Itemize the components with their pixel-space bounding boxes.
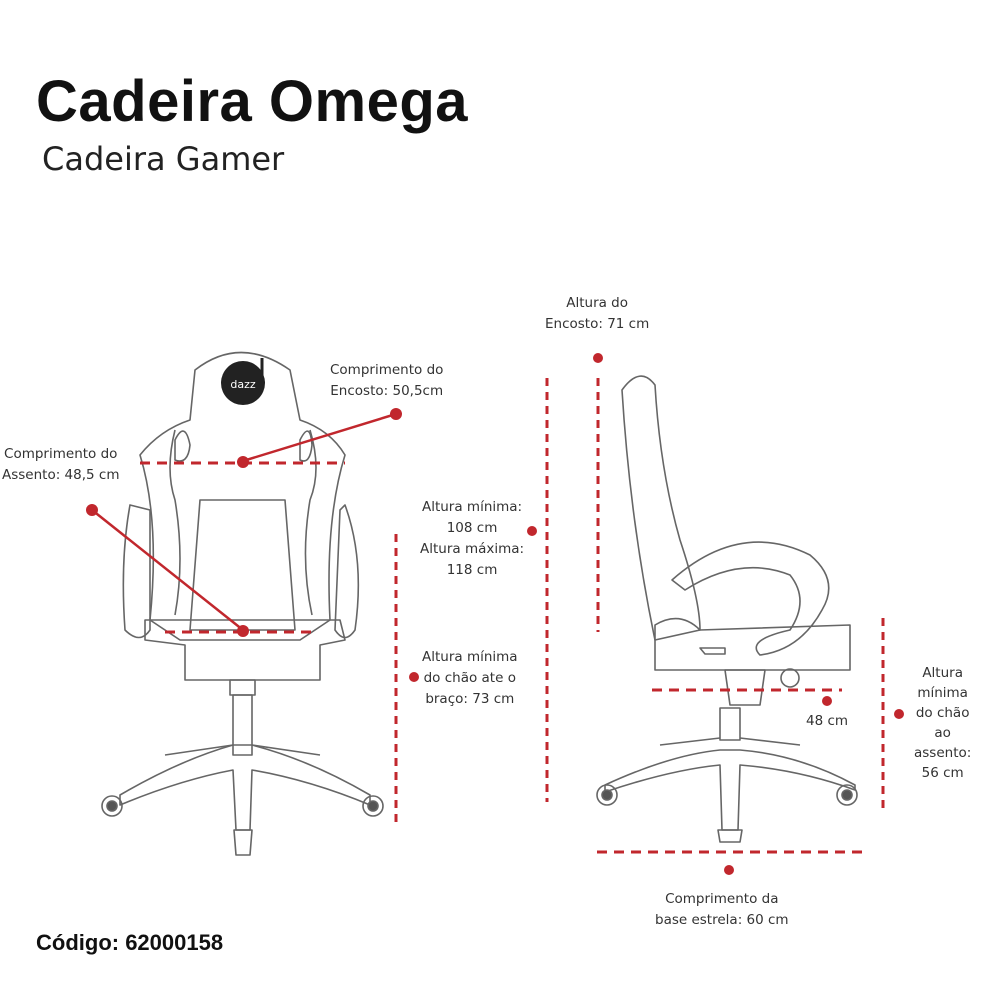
total-height-label: Altura mínima: 108 cm Altura máxima: 118… [420, 497, 524, 581]
seat-length-label: Comprimento do Assento: 48,5 cm [2, 444, 119, 486]
label-line: assento: [914, 745, 972, 761]
label-line: Altura [922, 665, 963, 681]
label-line: Altura mínima: [421, 499, 523, 515]
label-line: do chão [915, 705, 970, 721]
dazz-logo [221, 361, 265, 405]
seat-height-label: Altura mínima do chão ao assento: 56 cm [914, 663, 971, 783]
product-code: Código: 62000158 [36, 930, 224, 955]
front-chair-drawing [101, 351, 384, 856]
label-line: base estrela: 60 cm [655, 912, 789, 928]
label-line: mínima [917, 685, 968, 701]
label-line: Altura mínima [422, 649, 518, 665]
label-line: Comprimento da [665, 891, 779, 907]
seat-depth-label: 48 cm [806, 713, 849, 729]
label-line: Comprimento do [330, 362, 444, 378]
dimension-dots [86, 353, 904, 875]
label-line: 56 cm [921, 765, 964, 781]
label-line: Encosto: 71 cm [545, 316, 650, 332]
label-line: Encosto: 50,5cm [330, 383, 444, 399]
label-line: do chão ate o [423, 670, 516, 686]
armrest-height-label: Altura mínima do chão ate o braço: 73 cm [422, 647, 518, 710]
label-line: 118 cm [446, 562, 498, 578]
label-line: ao [934, 725, 951, 741]
label-line: Comprimento do [4, 446, 118, 462]
label-line: Altura do [566, 295, 629, 311]
logo-text: dazz [230, 378, 255, 391]
page-title: Cadeira Omega [36, 69, 469, 134]
label-line: Altura máxima: [420, 541, 525, 557]
backrest-height-label: Altura do Encosto: 71 cm [545, 293, 649, 335]
label-line: 108 cm [446, 520, 498, 536]
base-length-label: Comprimento da base estrela: 60 cm [655, 889, 789, 931]
dimension-lines [91, 378, 885, 854]
backrest-length-label: Comprimento do Encosto: 50,5cm [330, 360, 443, 402]
side-chair-drawing [596, 375, 858, 843]
label-line: Assento: 48,5 cm [2, 467, 120, 483]
page-subtitle: Cadeira Gamer [42, 140, 285, 178]
label-line: braço: 73 cm [425, 691, 515, 707]
